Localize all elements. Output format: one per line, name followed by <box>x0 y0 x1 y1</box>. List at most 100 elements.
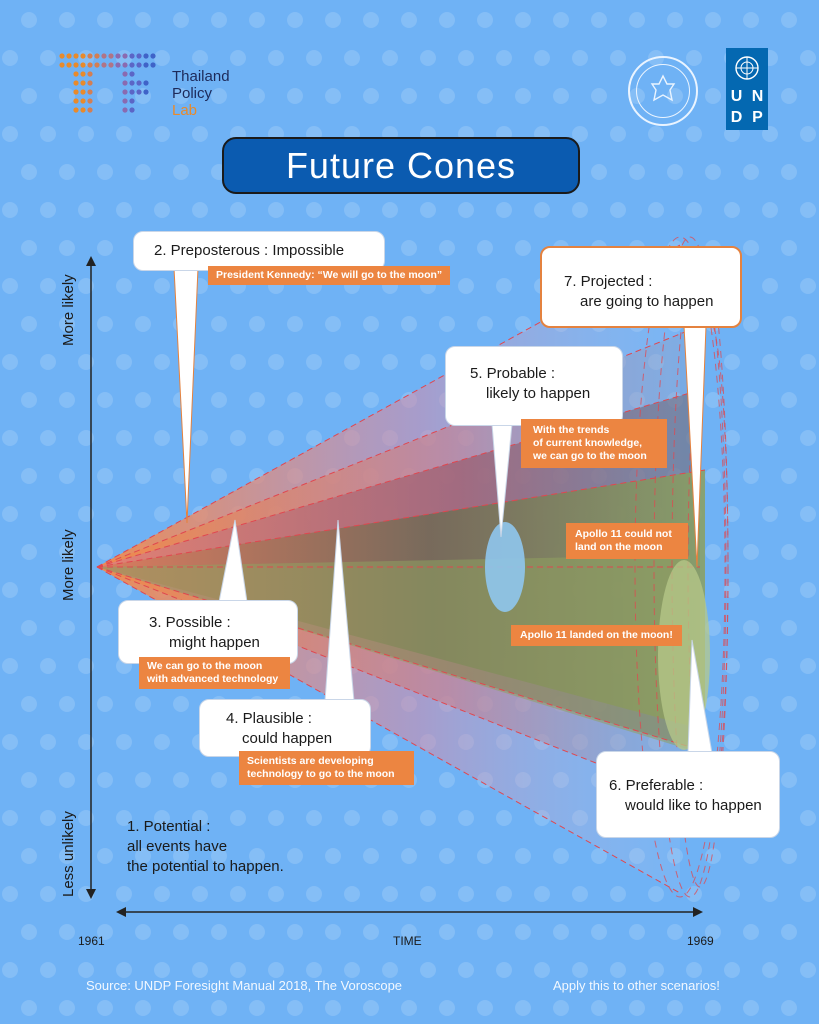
logo-dot <box>129 107 135 113</box>
background-dot <box>325 12 341 28</box>
background-dot <box>135 848 151 864</box>
source-credit: Source: UNDP Foresight Manual 2018, The … <box>86 978 403 993</box>
background-dot <box>610 126 626 142</box>
background-dot <box>97 924 113 940</box>
logo-dot <box>73 89 79 95</box>
background-dot <box>800 202 816 218</box>
callout-projected: 7. Projected : are going to happen <box>540 246 742 328</box>
callout-probable: 5. Probable : likely to happen <box>445 346 623 426</box>
background-dot <box>743 1000 759 1016</box>
background-dot <box>135 1000 151 1016</box>
background-dot <box>743 316 759 332</box>
logo-dot <box>143 62 149 68</box>
potential-description: 1. Potential : all events have the poten… <box>127 817 284 877</box>
background-dot <box>249 316 265 332</box>
background-dot <box>781 316 797 332</box>
logo-dot <box>129 98 135 104</box>
background-dot <box>325 316 341 332</box>
logo-dot <box>136 62 142 68</box>
background-dot <box>192 50 208 66</box>
logo-dot <box>87 62 93 68</box>
logo-dot <box>122 107 128 113</box>
background-dot <box>705 468 721 484</box>
background-dot <box>781 924 797 940</box>
background-dot <box>705 848 721 864</box>
background-dot <box>629 1000 645 1016</box>
background-dot <box>363 316 379 332</box>
background-dot <box>477 88 493 104</box>
background-dot <box>705 164 721 180</box>
background-dot <box>363 1000 379 1016</box>
background-dot <box>230 810 246 826</box>
background-dot <box>800 506 816 522</box>
background-dot <box>420 50 436 66</box>
background-dot <box>382 50 398 66</box>
background-dot <box>762 354 778 370</box>
background-dot <box>344 810 360 826</box>
background-dot <box>211 12 227 28</box>
logo-dot <box>73 71 79 77</box>
note-apollo-not-landed: Apollo 11 could not land on the moon <box>566 523 688 559</box>
background-dot <box>2 278 18 294</box>
background-dot <box>705 924 721 940</box>
background-dot <box>800 354 816 370</box>
background-dot <box>2 886 18 902</box>
background-dot <box>401 848 417 864</box>
background-dot <box>287 12 303 28</box>
background-dot <box>21 164 37 180</box>
background-dot <box>743 12 759 28</box>
background-dot <box>173 1000 189 1016</box>
background-dot <box>572 202 588 218</box>
background-dot <box>2 810 18 826</box>
background-dot <box>382 734 398 750</box>
background-dot <box>59 316 75 332</box>
background-dot <box>2 962 18 978</box>
background-dot <box>306 354 322 370</box>
background-dot <box>154 886 170 902</box>
background-dot <box>59 1000 75 1016</box>
logo-dot <box>94 53 100 59</box>
x-axis-arrow-right-icon <box>693 907 703 917</box>
background-dot <box>420 810 436 826</box>
background-dot <box>781 1000 797 1016</box>
background-dot <box>97 392 113 408</box>
background-dot <box>724 202 740 218</box>
background-dot <box>211 316 227 332</box>
background-dot <box>515 88 531 104</box>
background-dot <box>724 734 740 750</box>
background-dot <box>78 962 94 978</box>
background-dot <box>705 544 721 560</box>
background-dot <box>724 126 740 142</box>
background-dot <box>40 202 56 218</box>
background-dot <box>762 278 778 294</box>
background-dot <box>477 924 493 940</box>
background-dot <box>173 848 189 864</box>
background-dot <box>743 696 759 712</box>
logo-dot <box>122 80 128 86</box>
y-axis-arrow-down-icon <box>86 889 96 899</box>
background-dot <box>534 962 550 978</box>
background-dot <box>21 772 37 788</box>
possible-desc: might happen <box>169 634 260 651</box>
background-dot <box>496 962 512 978</box>
background-dot <box>572 126 588 142</box>
logo-dot <box>122 71 128 77</box>
background-dot <box>287 1000 303 1016</box>
background-dot <box>78 734 94 750</box>
background-dot <box>78 430 94 446</box>
logo-dot <box>87 98 93 104</box>
background-dot <box>154 278 170 294</box>
y-axis-label-bottom: Less unlikely <box>60 811 77 897</box>
background-dot <box>610 962 626 978</box>
background-dot <box>116 354 132 370</box>
cone-horizon-ellipse <box>653 236 727 898</box>
background-dot <box>382 886 398 902</box>
background-dot <box>724 354 740 370</box>
apollo-not-landed-line-2: land on the moon <box>575 541 663 553</box>
logo-dot <box>122 89 128 95</box>
background-dot <box>420 962 436 978</box>
logo-dot <box>129 62 135 68</box>
note-preposterous: President Kennedy: “We will go to the mo… <box>208 266 451 285</box>
background-dot <box>439 1000 455 1016</box>
background-dot <box>154 126 170 142</box>
